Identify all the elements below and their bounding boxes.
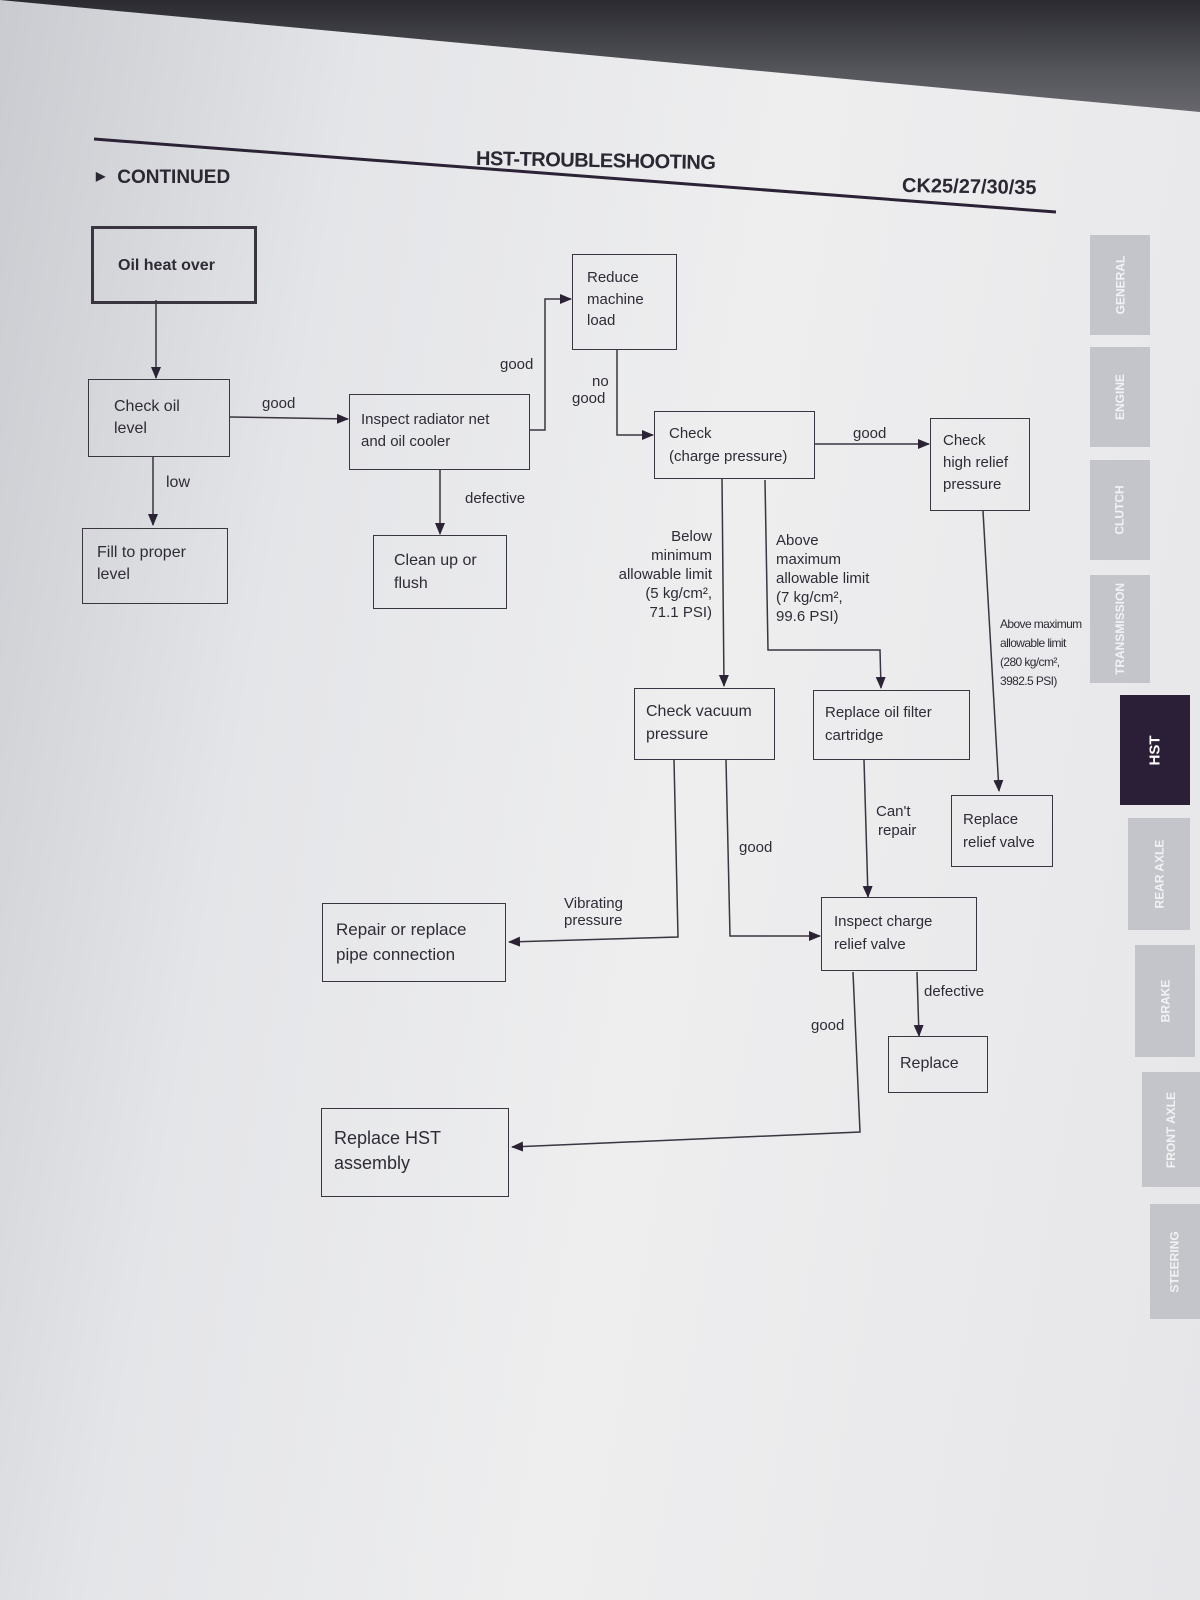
node-clean-up-line-1: Clean up or xyxy=(394,552,477,569)
node-replace-relief: Replace relief valve xyxy=(951,795,1053,867)
node-check-charge-line-1: Check xyxy=(669,425,712,442)
node-replace-hst-line-2: assembly xyxy=(334,1153,411,1173)
node-reduce-load: Reduce machine load xyxy=(572,254,677,350)
below-min-line-5: 71.1 PSI) xyxy=(649,604,712,621)
side-tab-front-axle[interactable]: FRONT AXLE xyxy=(1142,1072,1200,1187)
node-inspect-charge-relief: Inspect charge relief valve xyxy=(821,897,977,971)
node-inspect-radiator-line-2: and oil cooler xyxy=(361,433,451,450)
edge-label-no-good-line-1: no xyxy=(592,373,609,390)
edge-label-below-min: Below minimum allowable limit (5 kg/cm²,… xyxy=(600,527,712,622)
edge-label-defective-1: defective xyxy=(465,490,526,507)
node-replace-hst-line-1: Replace HST xyxy=(334,1128,442,1148)
node-repair-pipe-line-1: Repair or replace xyxy=(336,920,467,939)
node-inspect-radiator: Inspect radiator net and oil cooler xyxy=(349,394,530,470)
side-tab-hst[interactable]: HST xyxy=(1120,695,1190,805)
side-tab-clutch-label: CLUTCH xyxy=(1112,485,1127,535)
side-tab-engine-label: ENGINE xyxy=(1112,373,1127,421)
side-tab-clutch[interactable]: CLUTCH xyxy=(1090,460,1150,560)
edge-label-no-good-line-2: good xyxy=(572,390,606,407)
above-max-line-5: 99.6 PSI) xyxy=(776,608,839,625)
edge-label-cant-repair-line-1: Can't xyxy=(876,803,911,820)
node-clean-up-line-2: flush xyxy=(394,575,428,592)
node-fill-proper-level-line-2: level xyxy=(97,566,130,583)
edge-label-defective-2: defective xyxy=(924,983,985,1000)
side-tab-rear-axle-label: REAR AXLE xyxy=(1152,839,1166,909)
above-max-relief-line-4: 3982.5 PSI) xyxy=(1000,674,1057,688)
node-oil-heat-over: Oil heat over xyxy=(91,226,257,304)
above-max-relief-line-1: Above maximum xyxy=(1000,617,1082,631)
node-reduce-load-line-2: machine xyxy=(587,291,644,308)
side-tab-engine[interactable]: ENGINE xyxy=(1090,347,1150,447)
node-inspect-charge-relief-line-2: relief valve xyxy=(834,936,906,953)
below-min-line-4: (5 kg/cm², xyxy=(645,585,712,602)
triangle-icon: ▶ xyxy=(96,169,106,183)
side-tab-steering[interactable]: STEERING xyxy=(1150,1204,1200,1319)
continued-label: CONTINUED xyxy=(117,167,231,188)
node-check-oil-level-line-2: level xyxy=(114,420,147,437)
node-repair-pipe-line-2: pipe connection xyxy=(336,945,456,964)
node-fill-proper-level: Fill to proper level xyxy=(82,528,228,604)
side-tab-transmission[interactable]: TRANSMISSION xyxy=(1090,575,1150,683)
node-check-high-relief-line-1: Check xyxy=(943,432,986,449)
node-inspect-charge-relief-line-1: Inspect charge xyxy=(834,913,933,930)
node-check-vacuum-line-1: Check vacuum xyxy=(646,703,752,720)
node-reduce-load-line-3: load xyxy=(587,312,616,329)
continued-marker: ▶ CONTINUED xyxy=(96,165,230,189)
edge-label-good-1: good xyxy=(262,395,296,412)
node-check-vacuum-line-2: pressure xyxy=(646,726,709,743)
edge-label-cant-repair-line-2: repair xyxy=(878,822,917,839)
node-check-high-relief-line-3: pressure xyxy=(943,476,1002,493)
edge-label-good-4: good xyxy=(739,839,773,856)
below-min-line-1: Below xyxy=(671,528,712,545)
node-check-oil-level: Check oil level xyxy=(88,379,230,457)
node-check-high-relief-line-2: high relief xyxy=(943,454,1009,471)
side-tab-brake[interactable]: BRAKE xyxy=(1135,945,1195,1057)
above-max-relief-line-3: (280 kg/cm², xyxy=(1000,655,1060,669)
node-check-charge-line-2: (charge pressure) xyxy=(669,448,788,465)
edge-label-good-3: good xyxy=(853,425,887,442)
node-replace-label: Replace xyxy=(900,1055,959,1072)
node-check-vacuum: Check vacuum pressure xyxy=(634,688,775,760)
side-tab-transmission-label: TRANSMISSION xyxy=(1113,582,1128,676)
edge-label-vibrating-line-2: pressure xyxy=(564,912,623,929)
edge-label-low: low xyxy=(166,474,191,491)
above-max-line-4: (7 kg/cm², xyxy=(776,589,843,606)
node-replace-filter: Replace oil filter cartridge xyxy=(813,690,970,760)
node-check-high-relief: Check high relief pressure xyxy=(930,418,1030,511)
side-tab-hst-label: HST xyxy=(1146,735,1164,765)
side-tab-general[interactable]: GENERAL xyxy=(1090,235,1150,335)
below-min-line-2: minimum xyxy=(651,547,712,564)
above-max-relief-line-2: allowable limit xyxy=(1000,636,1066,650)
node-clean-up: Clean up or flush xyxy=(373,535,507,609)
node-reduce-load-line-1: Reduce xyxy=(587,269,639,286)
edge-label-good-2: good xyxy=(500,356,534,373)
node-fill-proper-level-line-1: Fill to proper xyxy=(97,544,186,561)
edge-label-above-max: Above maximum allowable limit (7 kg/cm²,… xyxy=(776,531,869,626)
node-replace-relief-line-2: relief valve xyxy=(963,834,1035,851)
side-tab-brake-label: BRAKE xyxy=(1157,979,1172,1023)
node-inspect-radiator-line-1: Inspect radiator net xyxy=(361,411,490,428)
node-replace-filter-line-1: Replace oil filter xyxy=(825,704,932,721)
node-replace-relief-line-1: Replace xyxy=(963,811,1019,828)
node-replace-hst: Replace HST assembly xyxy=(321,1108,509,1197)
side-tab-general-label: GENERAL xyxy=(1112,255,1127,315)
edge-label-good-5: good xyxy=(811,1017,845,1034)
node-oil-heat-over-label: Oil heat over xyxy=(118,257,215,274)
side-tab-steering-label: STEERING xyxy=(1168,1230,1182,1293)
above-max-line-2: maximum xyxy=(776,551,842,568)
node-replace: Replace xyxy=(888,1036,988,1093)
above-max-line-3: allowable limit xyxy=(776,570,870,587)
side-tab-rear-axle[interactable]: REAR AXLE xyxy=(1128,818,1190,930)
edge-label-vibrating-line-1: Vibrating xyxy=(564,895,623,912)
node-check-oil-level-line-1: Check oil xyxy=(114,398,180,415)
node-replace-filter-line-2: cartridge xyxy=(825,727,884,744)
side-tab-front-axle-label: FRONT AXLE xyxy=(1164,1091,1178,1168)
node-repair-pipe: Repair or replace pipe connection xyxy=(322,903,506,982)
above-max-line-1: Above xyxy=(776,532,819,549)
node-check-charge: Check (charge pressure) xyxy=(654,411,815,479)
edge-label-above-max-relief: Above maximum allowable limit (280 kg/cm… xyxy=(1000,615,1082,691)
below-min-line-3: allowable limit xyxy=(618,566,712,583)
